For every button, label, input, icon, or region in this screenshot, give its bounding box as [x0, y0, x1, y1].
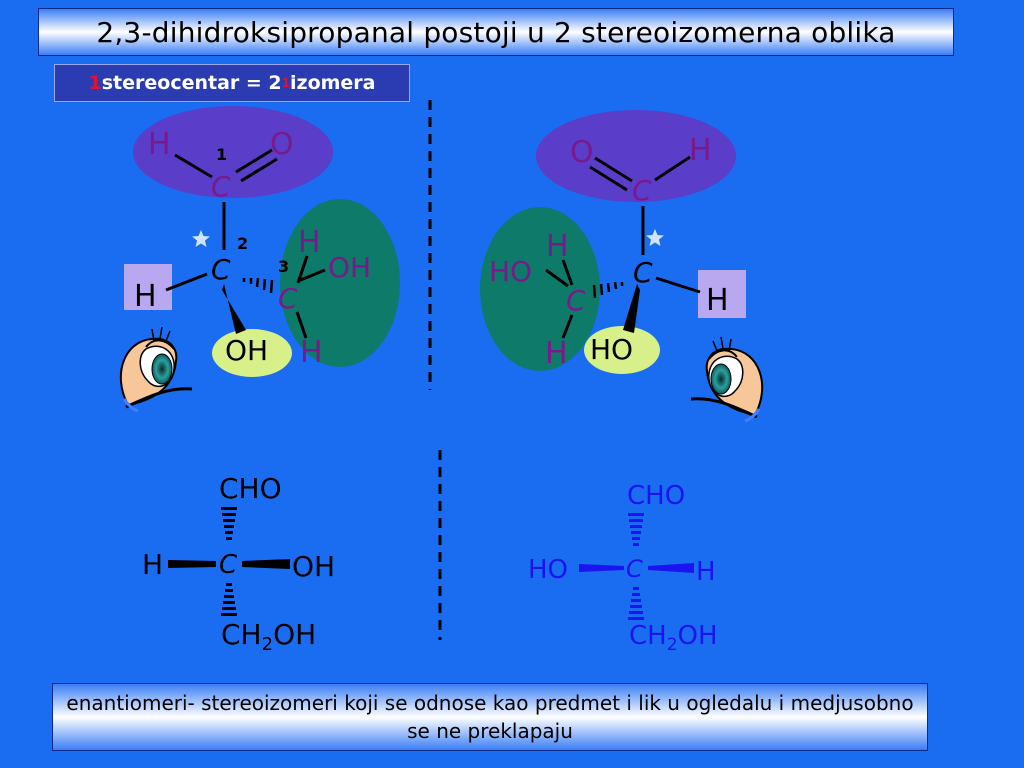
- definition-text: enantiomeri- stereoizomeri koji se odnos…: [66, 691, 914, 743]
- wedge-c2-oh: [222, 284, 246, 334]
- left-atom-h-c3-top: H: [298, 225, 321, 260]
- subtitle-text-b: izomera: [290, 72, 376, 94]
- right-molecule: O H C C H C H HO H HO: [480, 110, 746, 374]
- left-locant-3: 3: [278, 257, 289, 276]
- right-group-ho-c2: HO: [590, 333, 633, 366]
- left-fischer-left: H: [142, 548, 163, 581]
- bond-ho-c3: [545, 268, 569, 288]
- left-fischer-hash-top: [221, 507, 237, 540]
- left-fischer-wedge-left: [168, 560, 216, 568]
- subtitle-text-a: stereocentar = 2: [101, 72, 282, 94]
- h-atom-box: [124, 264, 172, 310]
- left-fischer-right: OH: [292, 550, 335, 583]
- bond-c3-h-bottom: [295, 311, 308, 339]
- hydroxyl-highlight: [212, 329, 292, 377]
- right-atom-h-c3-bottom: H: [545, 336, 568, 371]
- page-title: 2,3-dihidroksipropanal postoji u 2 stere…: [96, 15, 896, 49]
- right-atom-o-top: O: [570, 135, 594, 170]
- left-fischer-bottom: CH2OH: [221, 618, 316, 655]
- right-fischer-projection: CHO HO C H CH2OH: [528, 481, 718, 655]
- left-group-oh-c3: OH: [328, 251, 371, 284]
- left-atom-h-top: H: [148, 127, 171, 162]
- right-fischer-right: H: [696, 557, 716, 587]
- bond-h-c2: [165, 272, 208, 292]
- aldehyde-highlight: [133, 106, 333, 198]
- left-fischer-projection: CHO H C OH CH2OH: [142, 472, 335, 655]
- right-fischer-hash-top: [628, 513, 644, 546]
- right-fischer-center: C: [626, 555, 643, 583]
- right-fischer-left: HO: [528, 555, 568, 585]
- bond-c2-h: [655, 276, 701, 294]
- left-molecule: H O 1 C 2 C 3 H C H OH H OH: [124, 106, 400, 377]
- star-icon: [192, 230, 210, 247]
- right-fischer-top: CHO: [627, 481, 685, 511]
- right-fischer-wedge-left: [579, 564, 624, 572]
- star-icon: [646, 229, 664, 246]
- bond-c1-o-a: [235, 148, 273, 174]
- bond-h-c1: [174, 153, 213, 179]
- bond-c3-h-top: [561, 259, 574, 286]
- hydroxymethyl-highlight: [480, 207, 600, 371]
- right-atom-h-top: H: [689, 133, 712, 168]
- hydroxyl-highlight: [584, 326, 660, 374]
- left-fischer-top: CHO: [219, 472, 282, 505]
- hydroxymethyl-highlight: [280, 199, 400, 367]
- left-group-oh-c2: OH: [225, 334, 268, 367]
- definition-box: enantiomeri- stereoizomeri koji se odnos…: [52, 683, 928, 751]
- right-atom-h-c3-top: H: [546, 229, 569, 264]
- right-atom-c1: C: [632, 174, 652, 207]
- left-atom-c1: C: [211, 170, 231, 203]
- left-atom-c3: C: [278, 282, 298, 315]
- stereocenter-count: 1: [88, 72, 102, 94]
- right-fischer-bottom: CH2OH: [629, 621, 718, 655]
- eye-icon: [119, 326, 193, 413]
- left-atom-o-top: O: [270, 127, 294, 162]
- aldehyde-highlight: [536, 110, 736, 202]
- left-fischer-wedge-right: [242, 559, 290, 569]
- bond-c3-oh: [297, 268, 326, 283]
- left-fischer-center: C: [219, 550, 238, 580]
- hash-c2-c3: [242, 277, 274, 294]
- right-atom-c2: C: [633, 256, 653, 289]
- bond-c1-h: [654, 155, 691, 182]
- left-atom-h-side: H: [134, 279, 157, 314]
- h-atom-box: [698, 270, 746, 318]
- hash-c2-c3: [592, 281, 624, 299]
- left-locant-1: 1: [216, 145, 227, 164]
- wedge-c2-ho: [623, 284, 640, 333]
- bond-o-c1-a: [594, 156, 633, 183]
- right-fischer-wedge-right: [648, 563, 694, 573]
- left-atom-h-c3-bottom: H: [300, 335, 323, 370]
- left-locant-2: 2: [237, 234, 248, 253]
- bond-c3-h-top: [296, 255, 309, 284]
- bond-o-c1-b: [589, 165, 628, 192]
- right-fischer-hash-bottom: [628, 587, 644, 620]
- left-fischer-hash-bottom: [221, 583, 237, 616]
- bond-c1-o-b: [240, 157, 278, 183]
- left-atom-c2: C: [211, 253, 231, 286]
- subtitle-exponent: 1: [281, 76, 290, 90]
- eye-icon: [690, 336, 764, 423]
- title-bar: 2,3-dihidroksipropanal postoji u 2 stere…: [38, 8, 954, 56]
- right-group-ho-c3: HO: [489, 255, 532, 288]
- right-atom-h-side: H: [706, 283, 729, 318]
- right-atom-c3: C: [566, 284, 586, 317]
- bond-c3-h-bottom: [561, 314, 574, 339]
